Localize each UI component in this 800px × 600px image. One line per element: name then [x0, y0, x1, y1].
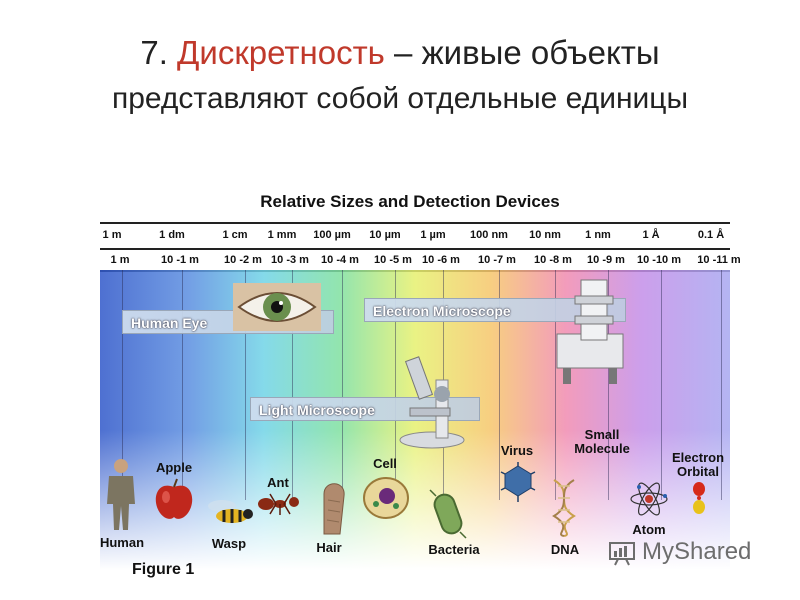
small-molecule-label-line2: Molecule — [574, 441, 630, 456]
top-scale-tick-label: 0.1 Å — [697, 229, 725, 241]
myshared-logo-icon — [609, 542, 635, 566]
electron-microscope-icon — [556, 279, 624, 384]
ant-icon — [258, 493, 299, 515]
atom-icon — [630, 482, 668, 516]
title-term: Дискретность — [177, 34, 385, 71]
dna-label: DNA — [550, 542, 580, 557]
bottom-scale-tick-label: 10 -5 m — [374, 254, 412, 266]
top-scale-tick-label: 1 nm — [585, 229, 611, 241]
bottom-scale-tick-label: 10 -3 m — [271, 254, 309, 266]
light-microscope-icon — [399, 356, 465, 449]
top-scale-tick-label: 100 µm — [313, 229, 351, 241]
title-line-1: 7. Дискретность – живые объекты — [0, 30, 800, 76]
small-molecule-label-line1: Small — [584, 427, 620, 442]
cell-label: Cell — [373, 456, 397, 471]
ant-label: Ant — [267, 475, 289, 490]
human-label: Human — [99, 535, 145, 550]
scale-grid-line — [292, 270, 293, 500]
cell-icon — [363, 477, 409, 519]
bottom-scale-tick-label: 1 m — [110, 254, 130, 266]
hair-label: Hair — [316, 540, 342, 555]
scale-grid-line — [661, 270, 662, 500]
top-scale-tick-label: 100 nm — [470, 229, 508, 241]
title-number: 7. — [140, 34, 168, 71]
bottom-scale-tick-label: 10 -11 m — [697, 254, 741, 266]
top-scale-tick-label: 10 nm — [529, 229, 561, 241]
slide-title: 7. Дискретность – живые объекты представ… — [0, 30, 800, 122]
myshared-watermark: MyShared — [642, 538, 752, 565]
top-scale-tick-label: 1 mm — [267, 229, 297, 241]
electron-microscope-label: Electron Microscope — [373, 303, 511, 319]
bottom-scale-tick-label: 10 -9 m — [587, 254, 625, 266]
bottom-scale-tick-label: 10 -2 m — [224, 254, 262, 266]
virus-label: Virus — [500, 443, 534, 458]
scale-grid-line — [122, 270, 123, 500]
top-scale-tick-label: 1 µm — [420, 229, 446, 241]
scale-grid-line — [499, 270, 500, 500]
title-rest: – живые объекты — [384, 34, 660, 71]
figure-title: Relative Sizes and Detection Devices — [260, 192, 560, 211]
bacteria-icon — [429, 489, 467, 539]
human-icon — [107, 459, 135, 530]
bacteria-label: Bacteria — [428, 542, 480, 557]
bottom-scale-tick-label: 10 -8 m — [534, 254, 572, 266]
bottom-scale-tick-label: 10 -6 m — [422, 254, 460, 266]
figure-caption: Figure 1 — [132, 561, 195, 578]
scale-grid-line — [182, 270, 183, 500]
dna-icon — [552, 479, 576, 537]
virus-icon — [500, 462, 536, 502]
top-ruler-line — [100, 222, 730, 224]
atom-label: Atom — [632, 522, 666, 537]
title-line-2: представляют собой отдельные единицы — [111, 82, 689, 115]
electron-orbital-label-line2: Orbital — [677, 464, 719, 479]
apple-icon — [155, 478, 193, 519]
electron-orbital-label-line1: Electron — [671, 450, 725, 465]
electron-orbital-icon — [693, 482, 705, 514]
bottom-scale-tick-label: 10 -7 m — [478, 254, 516, 266]
scale-grid-line — [721, 270, 722, 500]
scale-grid-line — [555, 270, 556, 500]
top-scale-tick-label: 10 µm — [369, 229, 401, 241]
apple-label: Apple — [155, 460, 193, 475]
top-scale-tick-label: 1 dm — [159, 229, 185, 241]
scale-grid-line — [608, 270, 609, 500]
scale-grid-line — [395, 270, 396, 500]
wasp-icon — [208, 500, 253, 523]
eye-icon — [233, 283, 321, 331]
bottom-scale-tick-label: 10 -4 m — [321, 254, 359, 266]
small-molecule-label: Small Molecule — [574, 428, 630, 456]
hair-icon — [323, 483, 345, 535]
middle-ruler-line — [100, 248, 730, 250]
human-eye-label: Human Eye — [131, 315, 208, 331]
top-scale-tick-label: 1 Å — [642, 229, 660, 241]
wasp-label: Wasp — [211, 536, 247, 551]
light-microscope-label: Light Microscope — [259, 402, 375, 418]
top-scale-tick-label: 1 cm — [222, 229, 248, 241]
bottom-scale-tick-label: 10 -10 m — [636, 254, 682, 266]
scale-grid-line — [245, 270, 246, 500]
bottom-scale-tick-label: 10 -1 m — [161, 254, 199, 266]
scale-grid-line — [342, 270, 343, 500]
electron-orbital-label: Electron Orbital — [672, 451, 724, 479]
top-scale-tick-label: 1 m — [102, 229, 122, 241]
